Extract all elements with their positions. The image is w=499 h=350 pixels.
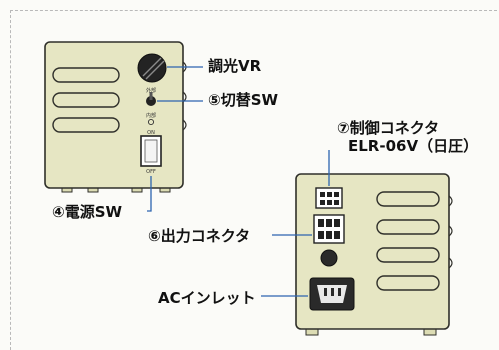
power-on-mark: ON <box>147 130 155 136</box>
ac-inlet-label: ACインレット <box>158 289 256 307</box>
knob-label: 調光VR <box>208 57 262 75</box>
vent-slot <box>52 67 120 83</box>
toggle-lever <box>149 92 153 100</box>
control-connector-model: ELR-06V（日圧） <box>348 137 479 155</box>
power-switch-label: ④電源SW <box>52 203 123 221</box>
switch-bottom-mark: 内部 <box>146 112 156 119</box>
toggle-switch-icon[interactable] <box>146 96 156 106</box>
vent-slot <box>376 219 440 235</box>
vent-slot <box>52 117 120 133</box>
knob-grip <box>142 57 165 80</box>
dashed-frame <box>10 10 497 350</box>
output-connector-pins <box>318 219 340 239</box>
leader-power <box>147 176 152 212</box>
vent-slot <box>52 92 120 108</box>
switch-label: ⑤切替SW <box>208 91 279 109</box>
ac-pin <box>331 288 334 296</box>
output-connector-label: ⑥出力コネクタ <box>148 227 251 245</box>
vent-slot <box>376 275 440 291</box>
switch-top-mark: 外部 <box>146 87 156 94</box>
leader-lines-rear <box>261 150 330 297</box>
fuse-holder-icon <box>320 249 338 267</box>
control-connector-label: ⑦制御コネクタ <box>337 119 440 137</box>
front-view-device: 外部 内部 ON OFF <box>44 41 187 193</box>
power-rocker <box>144 139 158 163</box>
vent-slot <box>376 247 440 263</box>
power-off-mark: OFF <box>146 169 156 175</box>
rear-view-device <box>295 173 453 336</box>
vent-slot <box>376 191 440 207</box>
product-diagram: 外部 内部 ON OFF <box>44 41 453 336</box>
dimmer-knob-icon[interactable] <box>137 53 167 83</box>
indicator-icon <box>147 118 155 126</box>
ac-pin <box>338 288 341 296</box>
control-connector-pins <box>320 192 339 205</box>
side-ridges <box>448 195 453 269</box>
leader-lines-front <box>147 66 203 212</box>
ac-pin <box>324 288 327 296</box>
